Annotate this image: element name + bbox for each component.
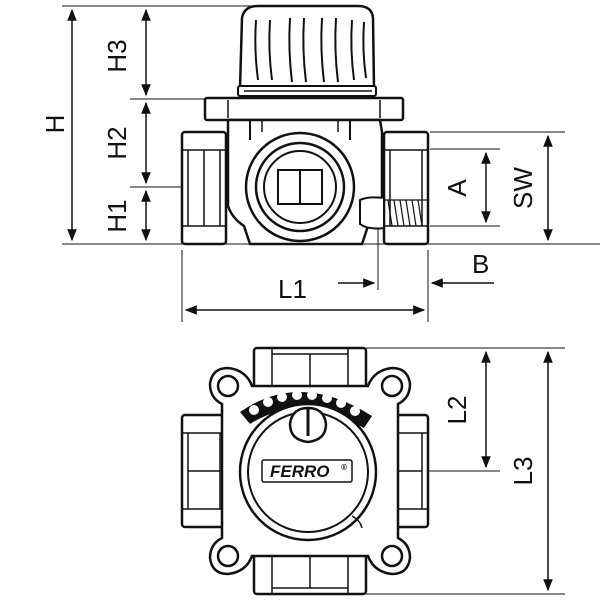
dim-label-L1: L1 <box>278 274 307 304</box>
dim-label-L2: L2 <box>442 396 472 425</box>
mounting-flange <box>203 96 405 122</box>
dim-label-L3: L3 <box>508 457 538 486</box>
front-dimension-arrows <box>67 8 553 315</box>
position-scale <box>240 390 372 428</box>
dim-label-SW: SW <box>508 167 538 209</box>
dim-label-H1: H1 <box>102 199 132 232</box>
pointer-indicator <box>288 406 328 444</box>
brand-text: FERRO <box>270 462 330 481</box>
valve-body-front <box>180 118 430 246</box>
left-port <box>180 413 228 529</box>
front-view: H H3 H2 H1 A SW B L1 <box>40 4 600 322</box>
thread-lines <box>384 199 428 227</box>
dim-label-B: B <box>472 249 489 279</box>
brand-registered-mark: ® <box>341 463 347 472</box>
brand-logo: FERRO ® <box>261 459 353 483</box>
top-view: FERRO ® L2 L3 <box>180 346 565 596</box>
dim-label-H3: H3 <box>102 39 132 72</box>
dim-label-H: H <box>40 115 70 134</box>
dim-label-A: A <box>442 179 472 197</box>
top-dimension-arrows <box>481 350 553 592</box>
valve-knob <box>237 4 377 97</box>
dim-label-H2: H2 <box>102 126 132 159</box>
